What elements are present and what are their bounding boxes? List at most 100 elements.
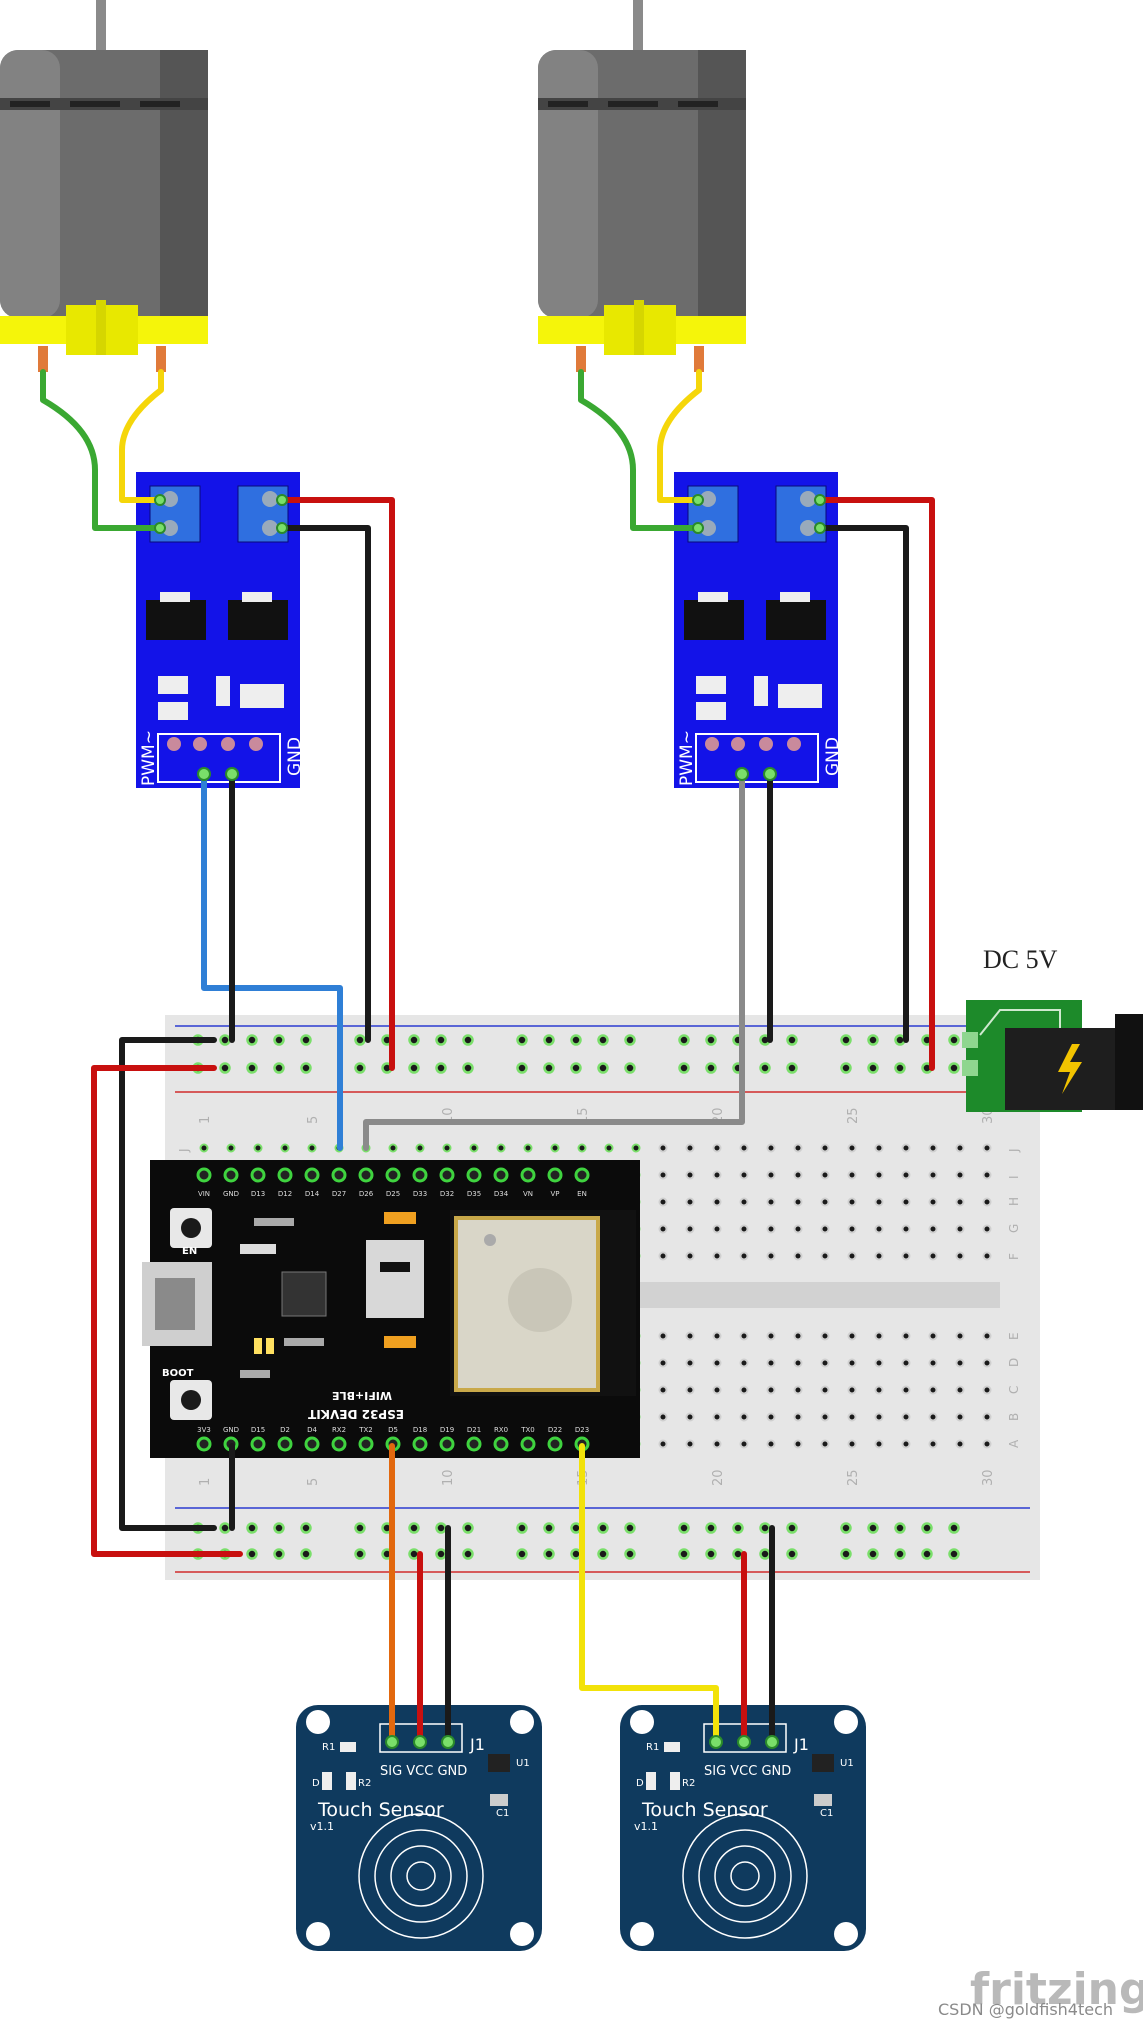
- breadboard-hole: [739, 1224, 749, 1234]
- rail-hole: [948, 1062, 960, 1074]
- column-number: 25: [846, 1107, 861, 1124]
- motor-driver-right: PWM~ GND: [674, 472, 843, 788]
- sensor-d-label: D: [636, 1778, 644, 1789]
- rail-hole: [921, 1548, 933, 1560]
- esp32-pin: [304, 1436, 320, 1452]
- breadboard-hole: [550, 1143, 560, 1153]
- wire-motor-right-green: [578, 369, 701, 531]
- breadboard-hole: [847, 1143, 857, 1153]
- rail-hole: [300, 1522, 312, 1534]
- sensor-r1-label: R1: [322, 1742, 335, 1753]
- esp32-pin-label: D33: [413, 1190, 427, 1198]
- esp32-pin-label: RX2: [332, 1426, 346, 1434]
- esp32-model-label: ESP32 DEVKIT: [307, 1407, 404, 1421]
- boot-label: BOOT: [162, 1368, 194, 1379]
- sensor-pin-labels: SIG VCC GND: [380, 1764, 467, 1779]
- gnd-label: GND: [823, 737, 843, 776]
- breadboard-hole: [874, 1170, 884, 1180]
- column-number: 5: [306, 1478, 321, 1486]
- credit-watermark: CSDN @goldfish4tech: [938, 2000, 1113, 2019]
- esp32-pin: [331, 1436, 347, 1452]
- esp32-pin: [574, 1167, 590, 1183]
- esp32-pin-label: D34: [494, 1190, 509, 1198]
- breadboard-hole: [307, 1143, 317, 1153]
- breadboard-hole: [685, 1331, 695, 1341]
- esp32-pin: [358, 1436, 374, 1452]
- pwm-label: PWM~: [139, 730, 159, 786]
- rail-hole: [786, 1062, 798, 1074]
- rail-hole: [678, 1062, 690, 1074]
- esp32-pin: [277, 1436, 293, 1452]
- rail-hole: [705, 1522, 717, 1534]
- motor-left: [0, 0, 208, 372]
- touch-pad: [358, 1813, 484, 1939]
- breadboard-hole: [766, 1251, 776, 1261]
- rail-hole: [894, 1522, 906, 1534]
- row-letter: E: [1007, 1332, 1021, 1340]
- rail-hole: [840, 1522, 852, 1534]
- wires: [40, 369, 935, 1745]
- sensor-r2-label: R2: [358, 1778, 371, 1789]
- wire-driver-right-vcc: [817, 497, 935, 1071]
- breadboard-hole: [982, 1251, 992, 1261]
- breadboard-hole: [928, 1358, 938, 1368]
- esp32-pin-label: D27: [332, 1190, 346, 1198]
- breadboard-hole: [577, 1143, 587, 1153]
- rail-hole: [570, 1034, 582, 1046]
- rail-hole: [705, 1034, 717, 1046]
- esp32-pin: [304, 1167, 320, 1183]
- rail-hole: [921, 1522, 933, 1534]
- breadboard-hole: [928, 1251, 938, 1261]
- breadboard-hole: [685, 1170, 695, 1180]
- breadboard-hole: [766, 1143, 776, 1153]
- esp32-pin: [196, 1436, 212, 1452]
- esp32-pin: [439, 1436, 455, 1452]
- esp32-pin-label: EN: [577, 1190, 587, 1198]
- rail-hole: [678, 1548, 690, 1560]
- rail-hole: [354, 1522, 366, 1534]
- rail-hole: [543, 1062, 555, 1074]
- rail-hole: [624, 1062, 636, 1074]
- rail-hole: [246, 1548, 258, 1560]
- rail-hole: [597, 1034, 609, 1046]
- wire-driver-right-gnd: [817, 525, 909, 1043]
- breadboard-hole: [712, 1170, 722, 1180]
- breadboard-hole: [955, 1143, 965, 1153]
- wire-pwm-right-gray: [363, 771, 745, 1151]
- esp32-pin-label: D2: [280, 1426, 290, 1434]
- sensor-r2-label: R2: [682, 1778, 695, 1789]
- rail-hole: [786, 1522, 798, 1534]
- rail-hole: [678, 1522, 690, 1534]
- breadboard-hole: [793, 1170, 803, 1180]
- rail-hole: [705, 1062, 717, 1074]
- rail-hole: [273, 1062, 285, 1074]
- breadboard-hole: [766, 1385, 776, 1395]
- rail-hole: [678, 1034, 690, 1046]
- row-letter: J: [177, 1148, 191, 1153]
- breadboard-hole: [712, 1385, 722, 1395]
- gnd-label: GND: [285, 737, 305, 776]
- breadboard-hole: [685, 1412, 695, 1422]
- sensor-version: v1.1: [634, 1820, 658, 1833]
- sensor-header-label: J1: [793, 1735, 809, 1754]
- breadboard-hole: [820, 1385, 830, 1395]
- breadboard-hole: [658, 1385, 668, 1395]
- esp32-pin: [385, 1167, 401, 1183]
- esp32-pin-label: D18: [413, 1426, 427, 1434]
- esp32-pin-label: RX0: [494, 1426, 508, 1434]
- rail-hole: [948, 1548, 960, 1560]
- esp32-pin: [196, 1167, 212, 1183]
- breadboard-hole: [847, 1358, 857, 1368]
- breadboard-hole: [820, 1251, 830, 1261]
- breadboard-hole: [793, 1197, 803, 1207]
- rail-hole: [543, 1548, 555, 1560]
- rail-hole: [840, 1548, 852, 1560]
- rail-hole: [516, 1522, 528, 1534]
- breadboard-hole: [685, 1251, 695, 1261]
- breadboard-hole: [658, 1170, 668, 1180]
- rail-hole: [543, 1034, 555, 1046]
- breadboard-hole: [847, 1251, 857, 1261]
- sensor-c1-label: C1: [820, 1808, 833, 1819]
- column-number: 10: [441, 1469, 456, 1486]
- breadboard-hole: [712, 1197, 722, 1207]
